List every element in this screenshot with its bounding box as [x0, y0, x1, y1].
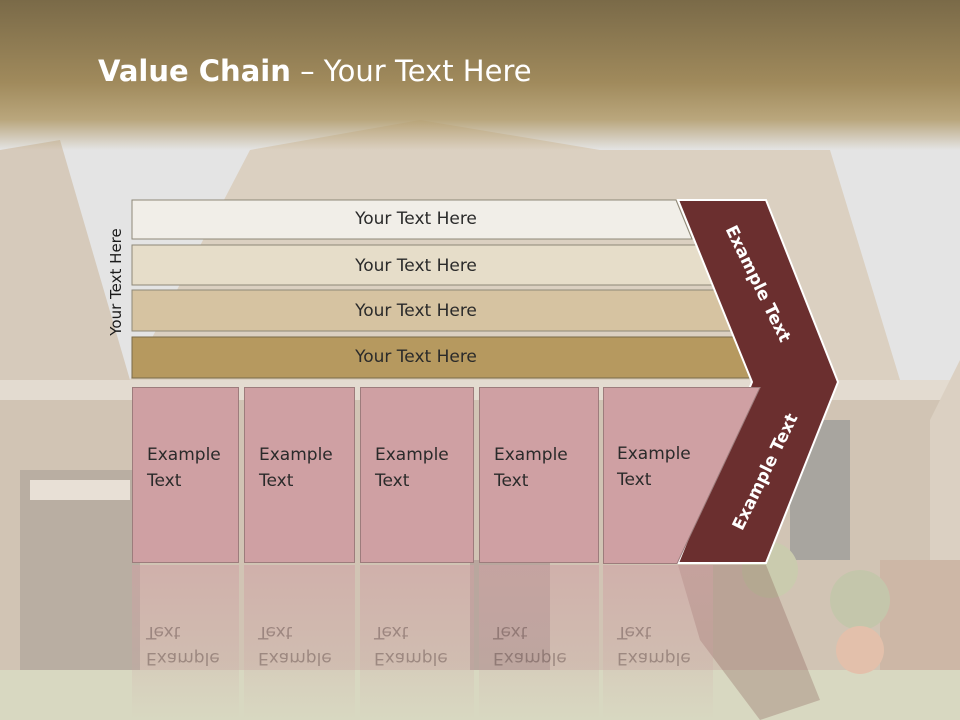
box-reflection-3: Example Text: [360, 565, 474, 720]
box-reflection-5: Example Text: [603, 565, 713, 720]
slide-title-bold: Value Chain: [98, 54, 291, 88]
activity-box-5: Example Text: [603, 387, 713, 563]
activity-box-2: Example Text: [244, 387, 355, 563]
box-reflection-2: Example Text: [244, 565, 355, 720]
activity-box-label: Example Text: [617, 444, 691, 490]
row-label-3: Your Text Here: [355, 301, 477, 321]
activity-box-label: Example Text: [375, 445, 449, 491]
activity-box-5-shape: [603, 387, 761, 564]
activity-box-1: Example Text: [132, 387, 239, 563]
activity-box-label: Example Text: [259, 445, 333, 491]
box-reflection-label: Example Text: [493, 622, 567, 668]
box-reflection-4: Example Text: [479, 565, 599, 720]
activity-box-4: Example Text: [479, 387, 599, 563]
activity-box-label: Example Text: [147, 445, 221, 491]
box-reflection-label: Example Text: [146, 622, 220, 668]
box-reflection-label: Example Text: [374, 622, 448, 668]
row-label-1: Your Text Here: [355, 209, 477, 229]
activity-box-label: Example Text: [494, 445, 568, 491]
row-label-2: Your Text Here: [355, 256, 477, 276]
activity-box-3: Example Text: [360, 387, 474, 563]
row-label-4: Your Text Here: [355, 347, 477, 367]
slide-title-rest: – Your Text Here: [290, 54, 532, 88]
title-bar: [0, 0, 960, 150]
box-reflection-1: Example Text: [132, 565, 239, 720]
box-reflection-label: Example Text: [617, 622, 691, 668]
chevron-reflection: [678, 565, 820, 720]
slide-title: Value Chain – Your Text Here: [98, 54, 532, 88]
row-shape-1: [131, 199, 693, 240]
box-reflection-label: Example Text: [258, 622, 332, 668]
